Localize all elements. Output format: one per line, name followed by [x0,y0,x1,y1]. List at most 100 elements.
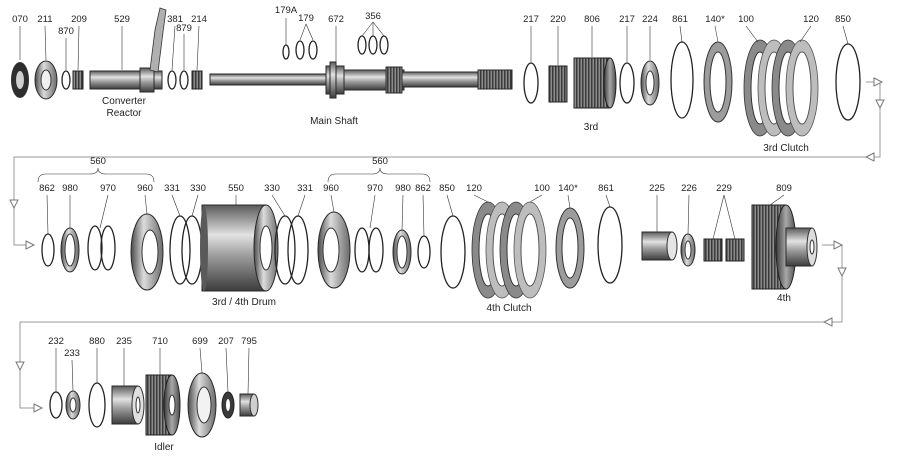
part-224-thrust-washer [640,60,660,106]
part-226-washer [680,233,696,267]
flow-arrow-down [875,99,885,110]
part-672-main-shaft [209,61,513,99]
part-232-ring [49,391,63,419]
part-label: 070 [12,14,28,25]
part-label: 560 [90,156,106,167]
part-label: 120 [803,14,819,25]
part-label: 980 [62,183,78,194]
part-229-needle-bearing [725,238,745,262]
part-fourth-clutch-pack [471,201,547,299]
row2-parts [41,201,818,299]
part-label: 232 [48,336,64,347]
part-label: 235 [116,336,132,347]
caption-drum: 3rd / 4th Drum [212,297,276,308]
part-330-ring [181,215,203,285]
part-label: 672 [328,14,344,25]
part-label: 960 [323,183,339,194]
part-220-needle-bearing [548,65,568,103]
part-861-snap-ring [670,41,694,119]
part-number-labels: 070 211 870 209 529 381 879 214 179A 179… [12,5,851,359]
part-label: 226 [681,183,697,194]
part-label: 140* [705,14,725,25]
part-label: 207 [218,336,234,347]
part-795-nut [239,393,259,417]
part-862-ring [417,235,431,269]
flow-lines [9,77,885,413]
flow-arrow-right [833,240,844,250]
row3-parts [49,372,259,438]
group-captions: Converter Reactor Main Shaft 3rd 3rd Clu… [102,96,809,453]
part-label: 179 [298,13,314,24]
caption-main-shaft: Main Shaft [310,116,358,127]
part-label: 229 [716,183,732,194]
part-label: 100 [534,183,550,194]
caption-converter: Converter [102,96,147,107]
flow-arrow-down [837,267,847,278]
part-label: 356 [365,11,381,22]
part-label: 529 [114,14,130,25]
part-140-end-plate [703,41,733,123]
part-970-ring [368,227,384,273]
flow-arrow-right [33,403,44,413]
part-label: 795 [241,336,257,347]
part-label: 880 [89,336,105,347]
part-861-snap-ring [597,206,623,284]
part-label: 970 [367,183,383,194]
part-211-bearing [34,60,58,100]
part-970-ring [87,225,103,271]
part-217-ring [619,62,635,104]
part-179-ring [308,40,318,60]
part-070-seal [11,62,29,98]
part-label: 233 [64,348,80,359]
part-label: 960 [137,183,153,194]
leader-lines [19,18,849,395]
part-980-seal [392,229,412,275]
part-label: 330 [190,183,206,194]
caption-fourth-clutch: 4th Clutch [486,303,531,314]
part-label: 862 [39,183,55,194]
flow-arrow-left [864,152,875,162]
part-label: 120 [466,183,482,194]
part-label: 710 [152,336,168,347]
part-980-seal [60,227,80,273]
caption-idler: Idler [154,442,174,453]
part-label: 224 [642,14,658,25]
flow-arrow-right [873,77,884,87]
part-label: 140* [558,183,578,194]
part-356-ring [379,35,389,55]
part-label: 330 [264,183,280,194]
flow-arrow-right [25,240,36,250]
part-529-converter-reactor-shaft [89,7,167,93]
part-third-clutch-pack [743,39,819,137]
part-179a-ring [282,44,290,60]
part-809-fourth-gear [751,204,818,290]
part-label: 870 [58,26,74,37]
part-356-ring [357,35,367,55]
part-label: 850 [835,14,851,25]
part-233-washer [65,390,81,420]
caption-reactor: Reactor [106,108,142,119]
part-label: 862 [415,183,431,194]
part-label: 809 [776,183,792,194]
part-label: 699 [192,336,208,347]
flow-arrow-down [15,361,25,372]
part-label: 861 [598,183,614,194]
flow-arrow-down [9,199,19,210]
part-217-ring [523,62,539,104]
part-label: 211 [37,14,52,25]
part-label: 214 [191,14,207,25]
part-870-snap-ring [61,70,71,90]
caption-fourth: 4th [777,293,791,304]
part-214-needle-bearing [191,70,203,90]
part-229-needle-bearing [703,238,723,262]
part-140-end-plate [555,207,585,289]
part-label: 225 [649,183,665,194]
part-label: 879 [176,23,192,34]
part-850-ring [835,43,861,121]
part-331-ring [169,215,191,285]
part-label: 850 [439,183,455,194]
part-label: 331 [164,183,180,194]
part-label: 209 [71,14,87,25]
part-381-ring [167,70,177,90]
part-label: 217 [523,14,539,25]
